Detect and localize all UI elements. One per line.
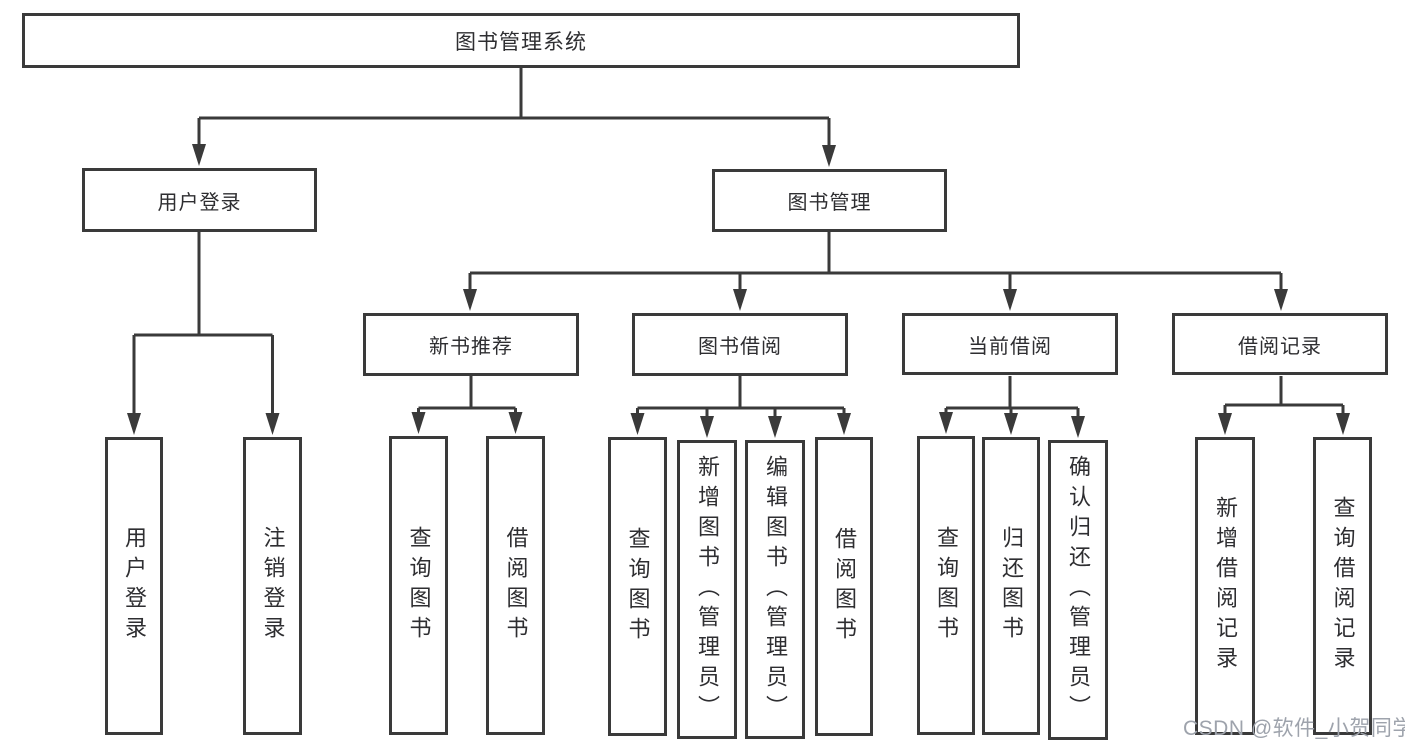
edge-user-login-to-leaves [127, 232, 280, 435]
leaf-record-query-borrow-record: 查询借阅记录 [1313, 437, 1372, 735]
leaf-borrow-query-books: 查询图书 [608, 437, 667, 736]
leaf-borrow-add-books-admin: 新增图书（管理员） [677, 440, 737, 739]
node-book-management-branch: 图书管理 [712, 169, 947, 232]
leaf-record-add-borrow-record: 新增借阅记录 [1195, 437, 1255, 735]
leaf-newbook-borrow-books: 借阅图书 [486, 436, 545, 735]
leaf-borrow-borrow-books: 借阅图书 [815, 437, 873, 736]
leaf-current-query-books: 查询图书 [917, 436, 975, 735]
node-user-login-branch: 用户登录 [82, 168, 317, 232]
edge-current-borrow-to-leaves [939, 376, 1085, 438]
edge-new-book-to-leaves [411, 376, 523, 434]
node-root-library-system: 图书管理系统 [22, 13, 1020, 68]
edge-book-mgmt-to-subbranches [463, 232, 1288, 311]
leaf-user-login: 用户登录 [105, 437, 163, 735]
leaf-current-confirm-return-admin: 确认归还（管理员） [1048, 440, 1108, 740]
leaf-user-logout: 注销登录 [243, 437, 302, 735]
node-borrow-records: 借阅记录 [1172, 313, 1388, 375]
edge-borrow-record-to-leaves [1218, 376, 1350, 435]
edge-book-borrow-to-leaves [630, 376, 851, 438]
leaf-borrow-edit-books-admin: 编辑图书（管理员） [745, 440, 805, 739]
leaf-newbook-query-books: 查询图书 [389, 436, 448, 735]
leaf-current-return-books: 归还图书 [982, 437, 1040, 735]
node-new-book-recommend: 新书推荐 [363, 313, 579, 376]
node-current-borrow: 当前借阅 [902, 313, 1118, 375]
csdn-watermark: CSDN @软件_小贺同学 [1183, 717, 1405, 740]
node-book-borrow: 图书借阅 [632, 313, 848, 376]
edge-root-to-branches [192, 68, 836, 167]
